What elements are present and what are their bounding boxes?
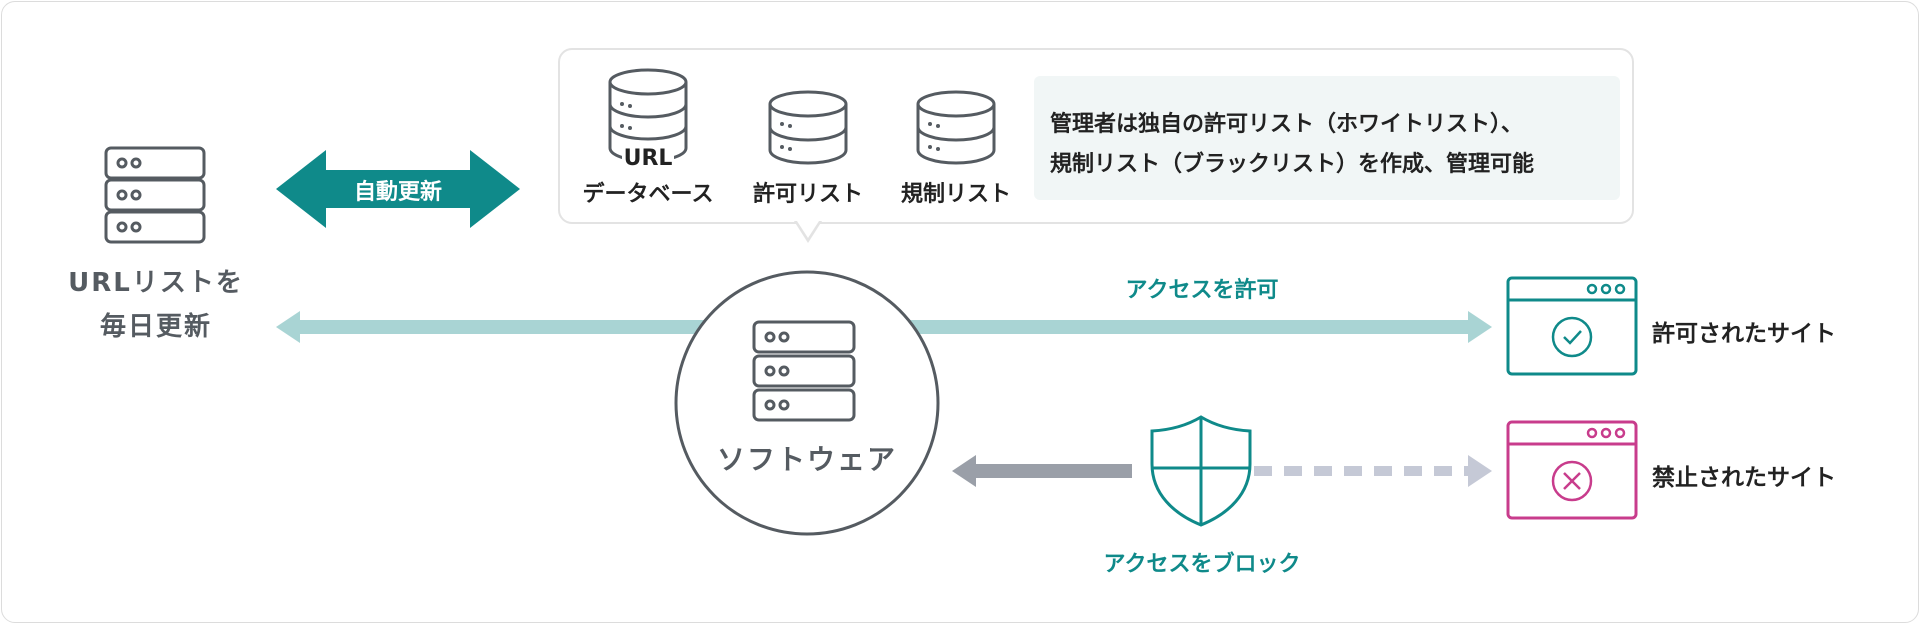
- shield-icon: [1150, 415, 1252, 527]
- left-node-label-2: 毎日更新: [99, 312, 212, 342]
- server-icon: [104, 146, 206, 244]
- auto-update-arrow: [276, 150, 520, 228]
- block-return-arrow: [952, 455, 1132, 487]
- blocked-site-label: 禁止されたサイト: [1652, 465, 1836, 491]
- database-label-url: URL: [623, 146, 673, 171]
- database-label-url-db: データベース: [582, 182, 714, 207]
- software-label: ソフトウェア: [716, 443, 897, 476]
- blocked-site-icon: [1506, 420, 1638, 520]
- database-icon: [916, 90, 996, 165]
- admin-note-line-1: 管理者は独自の許可リスト（ホワイトリスト）、: [1050, 112, 1524, 137]
- allow-label: アクセスを許可: [1125, 278, 1279, 303]
- database-label-allow-list: 許可リスト: [752, 182, 863, 207]
- allowed-site-label: 許可されたサイト: [1652, 321, 1836, 347]
- auto-update-label: 自動更新: [353, 180, 442, 205]
- allowed-site-icon: [1506, 276, 1638, 376]
- admin-note-line-2: 規制リスト（ブラックリスト）を作成、管理可能: [1050, 152, 1535, 177]
- software-server-icon: [752, 320, 856, 422]
- left-node-label-1: URLリストを: [68, 268, 244, 298]
- database-icon: [608, 68, 688, 164]
- block-label: アクセスをブロック: [1103, 552, 1301, 577]
- blocked-dashed-arrow: [1254, 455, 1492, 487]
- admin-note: 管理者は独自の許可リスト（ホワイトリスト）、 規制リスト（ブラックリスト）を作成…: [1034, 76, 1620, 200]
- bubble-pointer: [794, 221, 822, 243]
- database-label-block-list: 規制リスト: [900, 182, 1011, 207]
- database-icon: [768, 90, 848, 165]
- software-circle: [674, 270, 940, 536]
